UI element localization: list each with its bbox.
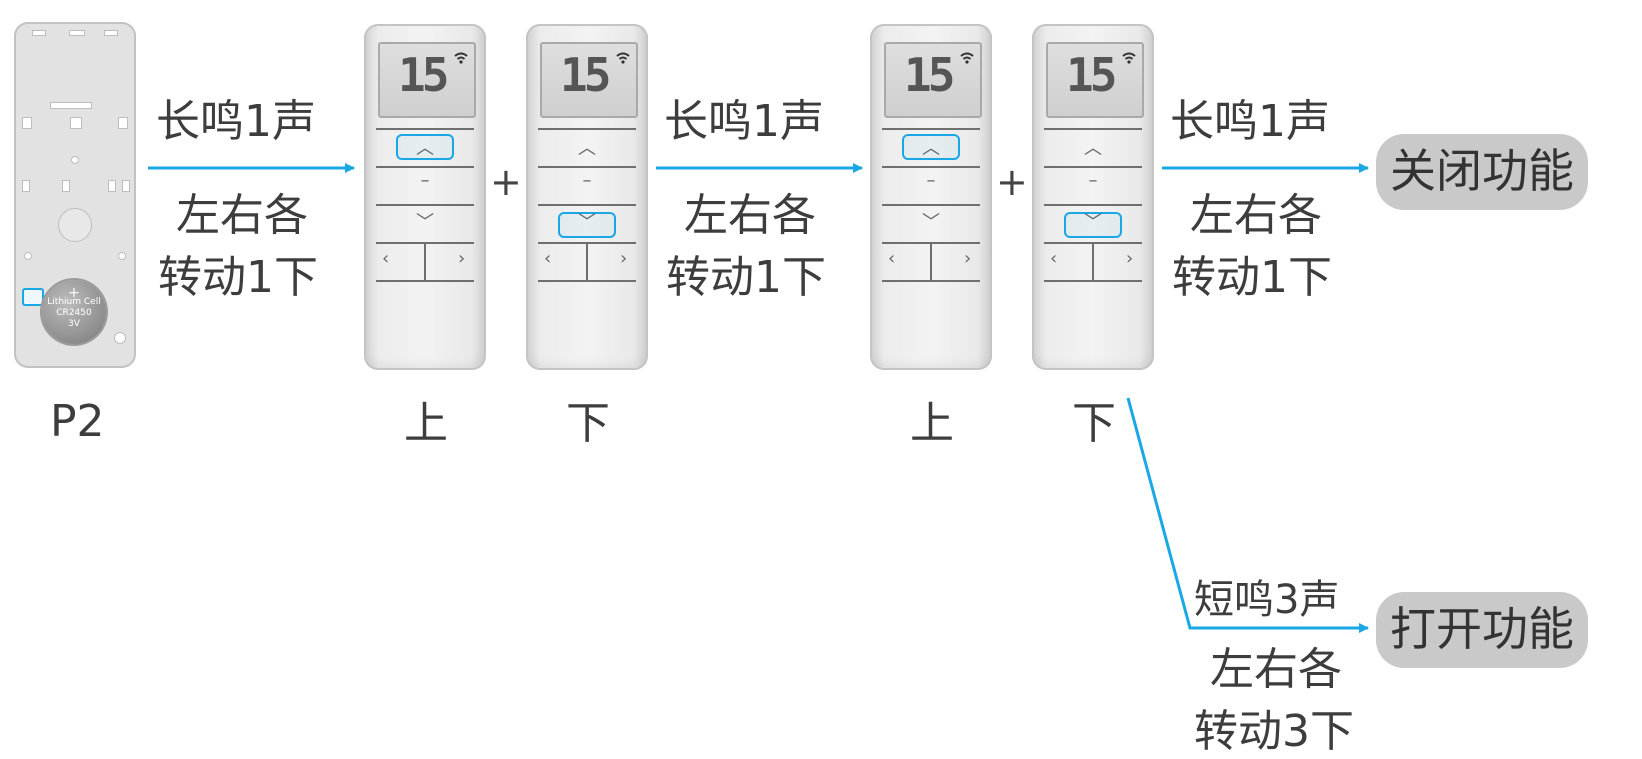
- divider: [376, 204, 474, 206]
- step2-top: 长鸣1声: [664, 96, 824, 147]
- stop-icon[interactable]: –: [420, 170, 430, 191]
- battery-line3: 3V: [68, 319, 80, 329]
- step1-bottom2: 转动1下: [158, 252, 318, 303]
- branch-top: 短鸣3声: [1194, 577, 1340, 623]
- remote-control-2: 15 ︿ – ﹀ ‹ ›: [526, 24, 648, 370]
- left-chevron-icon[interactable]: ‹: [382, 248, 390, 269]
- step1-top: 长鸣1声: [156, 96, 316, 147]
- divider: [538, 204, 636, 206]
- lcd-digits: 15: [904, 48, 955, 102]
- divider: [538, 280, 636, 282]
- lcd-digits: 15: [398, 48, 449, 102]
- step3-bottom1: 左右各: [1190, 190, 1322, 241]
- step2-bottom2: 转动1下: [666, 252, 826, 303]
- up-chevron-icon[interactable]: ︿: [1084, 138, 1102, 159]
- remote-label-3: 上: [910, 398, 954, 449]
- down-chevron-icon[interactable]: ﹀: [1084, 212, 1102, 233]
- left-chevron-icon[interactable]: ‹: [1050, 248, 1058, 269]
- pressed-button-highlight: [902, 134, 960, 160]
- divider: [930, 242, 932, 280]
- down-chevron-icon[interactable]: ﹀: [416, 212, 434, 233]
- battery-line2: CR2450: [56, 308, 92, 318]
- lcd-digits: 15: [560, 48, 611, 102]
- wifi-signal-icon: [454, 50, 468, 69]
- divider: [1044, 128, 1142, 130]
- divider: [882, 280, 980, 282]
- lcd-display: 15: [884, 42, 982, 118]
- lcd-digits: 15: [1066, 48, 1117, 102]
- step1-bottom1: 左右各: [176, 190, 308, 241]
- divider: [376, 128, 474, 130]
- result-close-pill: 关闭功能: [1376, 134, 1588, 210]
- branch-bottom2: 转动3下: [1194, 706, 1354, 757]
- stop-icon[interactable]: –: [926, 170, 936, 191]
- lcd-display: 15: [378, 42, 476, 118]
- lcd-display: 15: [540, 42, 638, 118]
- divider: [1044, 280, 1142, 282]
- right-chevron-icon[interactable]: ›: [620, 248, 628, 269]
- battery-line1: Lithium Cell: [47, 297, 101, 307]
- p2-label: P2: [50, 396, 105, 447]
- lcd-display: 15: [1046, 42, 1144, 118]
- left-chevron-icon[interactable]: ‹: [544, 248, 552, 269]
- wifi-signal-icon: [616, 50, 630, 69]
- wifi-signal-icon: [960, 50, 974, 69]
- power-icon: [114, 332, 126, 344]
- divider: [1044, 204, 1142, 206]
- divider: [376, 280, 474, 282]
- divider: [882, 128, 980, 130]
- divider: [1044, 166, 1142, 168]
- remote-label-2: 下: [566, 398, 610, 449]
- remote-control-4: 15 ︿ – ﹀ ‹ ›: [1032, 24, 1154, 370]
- step3-top: 长鸣1声: [1170, 96, 1330, 147]
- divider: [1092, 242, 1094, 280]
- up-chevron-icon[interactable]: ︿: [578, 138, 596, 159]
- divider: [882, 204, 980, 206]
- stop-icon[interactable]: –: [1088, 170, 1098, 191]
- right-chevron-icon[interactable]: ›: [964, 248, 972, 269]
- plus-2: +: [996, 160, 1028, 204]
- remote-label-1: 上: [404, 398, 448, 449]
- divider: [376, 166, 474, 168]
- down-chevron-icon[interactable]: ﹀: [922, 212, 940, 233]
- left-chevron-icon[interactable]: ‹: [888, 248, 896, 269]
- divider: [882, 166, 980, 168]
- remote-label-4: 下: [1072, 398, 1116, 449]
- pressed-button-highlight: [396, 134, 454, 160]
- divider: [538, 166, 636, 168]
- pressed-button-highlight: [558, 212, 616, 238]
- up-chevron-icon[interactable]: ︿: [416, 138, 434, 159]
- divider: [538, 128, 636, 130]
- stop-icon[interactable]: –: [582, 170, 592, 191]
- down-chevron-icon[interactable]: ﹀: [578, 212, 596, 233]
- divider: [586, 242, 588, 280]
- right-chevron-icon[interactable]: ›: [458, 248, 466, 269]
- p2-button-highlight: [22, 288, 44, 306]
- battery-icon: + Lithium Cell CR2450 3V: [42, 280, 106, 344]
- result-open-pill: 打开功能: [1376, 592, 1588, 668]
- pressed-button-highlight: [1064, 212, 1122, 238]
- divider: [424, 242, 426, 280]
- p2-bracket: + Lithium Cell CR2450 3V: [14, 22, 136, 368]
- arrow-branch: [1126, 397, 1369, 633]
- up-chevron-icon[interactable]: ︿: [922, 138, 940, 159]
- step2-bottom1: 左右各: [684, 190, 816, 241]
- remote-control-1: 15 ︿ – ﹀ ‹ ›: [364, 24, 486, 370]
- step3-bottom2: 转动1下: [1172, 252, 1332, 303]
- branch-bottom1: 左右各: [1210, 644, 1342, 695]
- remote-control-3: 15 ︿ – ﹀ ‹ ›: [870, 24, 992, 370]
- wifi-signal-icon: [1122, 50, 1136, 69]
- plus-1: +: [490, 160, 522, 204]
- right-chevron-icon[interactable]: ›: [1126, 248, 1134, 269]
